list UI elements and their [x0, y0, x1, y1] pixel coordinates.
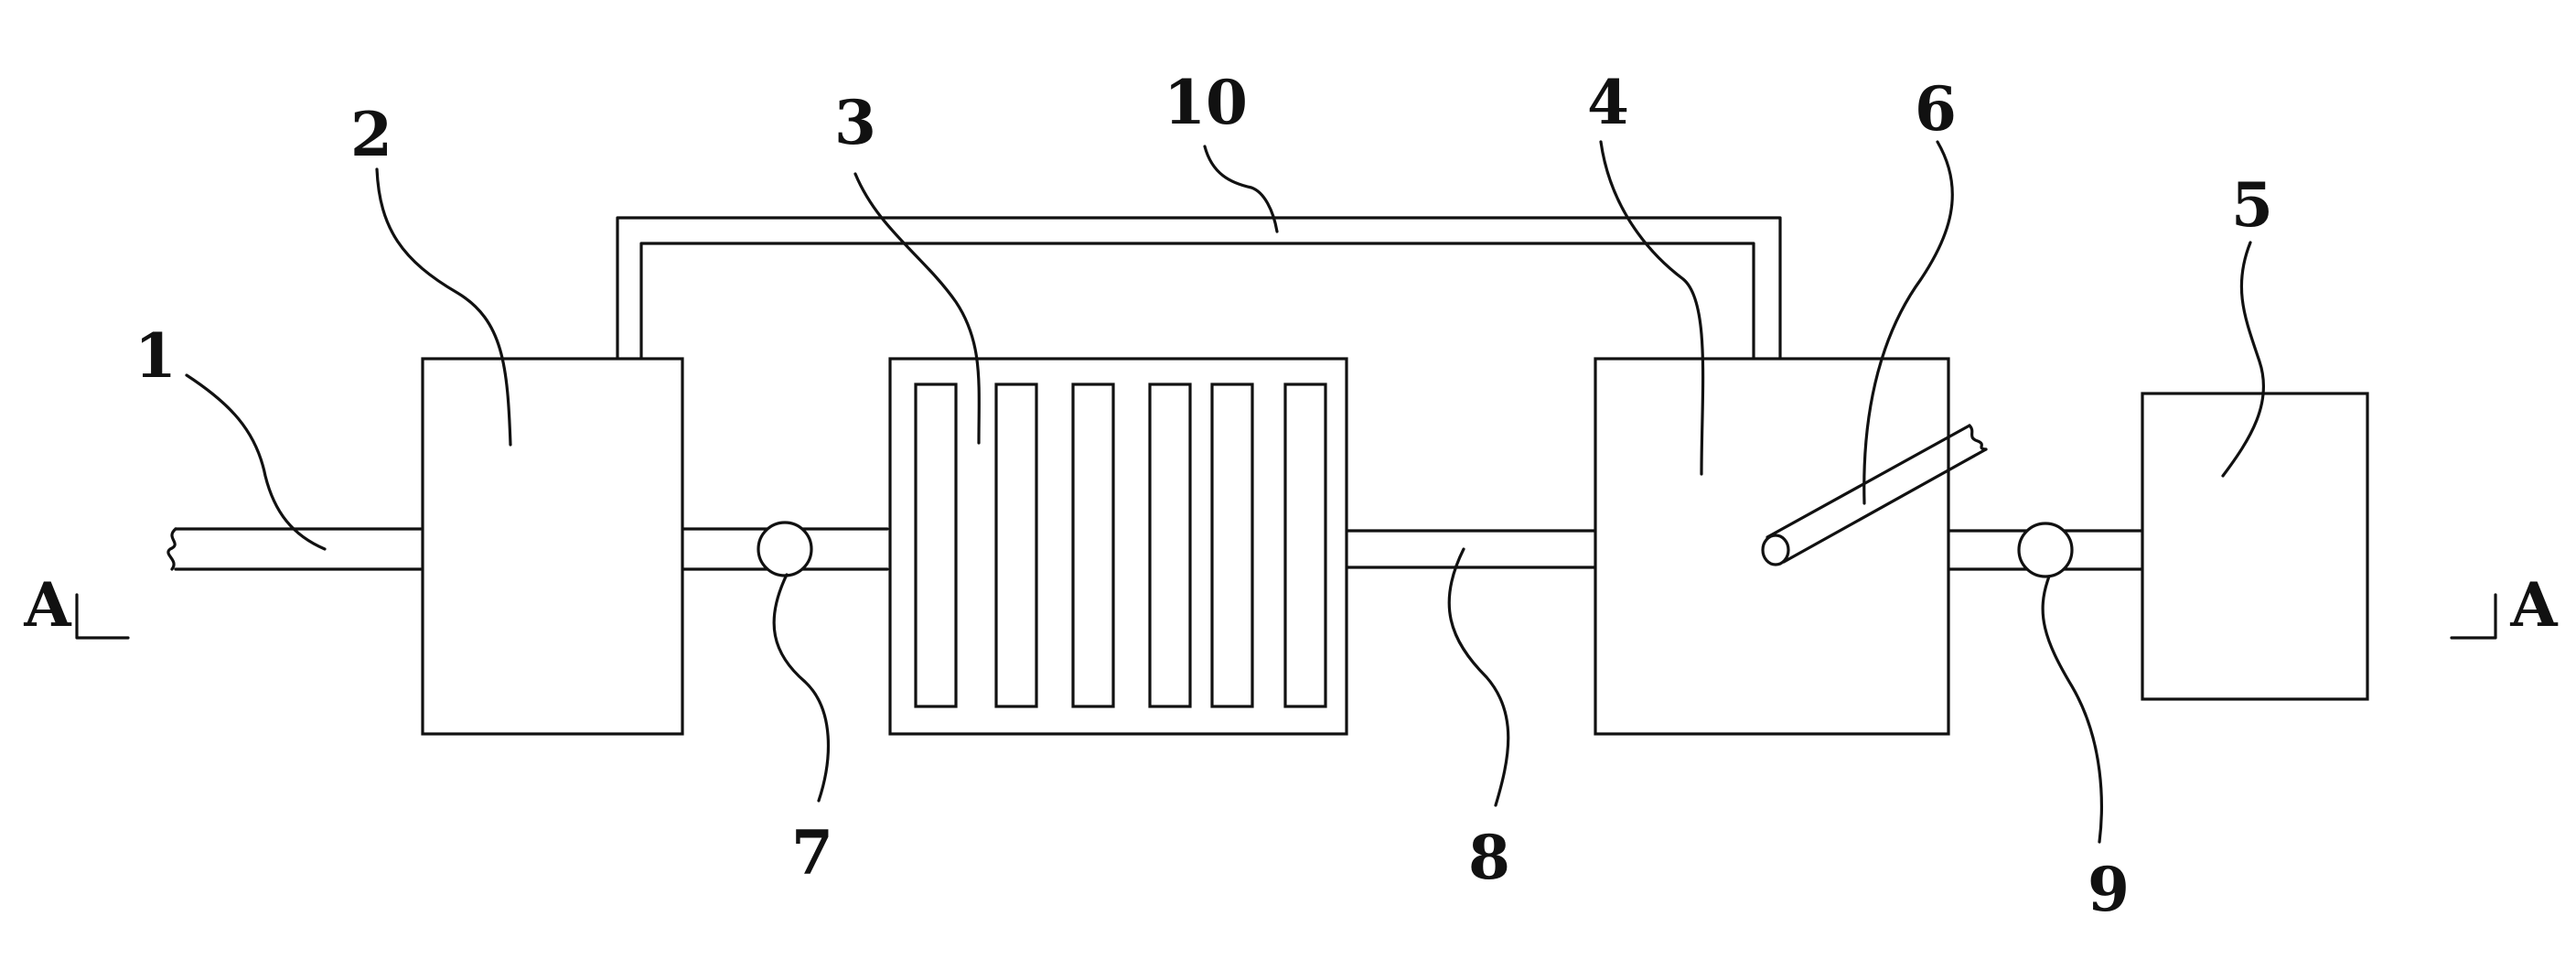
unit-3-plate — [994, 383, 1038, 708]
leader-8 — [1447, 547, 1510, 807]
inlet-pipe-1 — [166, 527, 423, 571]
unit-3-plate — [1210, 383, 1254, 708]
unit-5-box — [2141, 392, 2369, 701]
rod-6-end — [1761, 534, 1790, 566]
label-4: 4 — [1587, 67, 1629, 138]
section-label-left: A — [23, 569, 71, 641]
section-label-right: A — [2509, 569, 2558, 641]
label-5: 5 — [2231, 169, 2273, 241]
leader-4 — [1599, 140, 1705, 476]
pump-7 — [757, 521, 813, 577]
label-3: 3 — [834, 87, 876, 158]
leader-7 — [772, 573, 830, 803]
label-9: 9 — [2088, 854, 2130, 925]
leader-1 — [185, 373, 327, 551]
section-mark-right — [2450, 593, 2497, 640]
label-6: 6 — [1915, 73, 1957, 145]
rod-6 — [1761, 424, 1988, 566]
pipe-8 — [1345, 529, 1597, 569]
label-8: 8 — [1468, 822, 1510, 893]
leader-3 — [853, 172, 981, 445]
section-mark-left — [75, 593, 130, 640]
leader-10 — [1203, 145, 1279, 233]
unit-3-box — [888, 357, 1348, 736]
unit-2-box — [421, 357, 684, 736]
label-7: 7 — [791, 817, 833, 889]
label-1: 1 — [134, 320, 177, 392]
leader-5 — [2221, 241, 2266, 478]
unit-3-plate — [1283, 383, 1327, 708]
unit-3-plate — [1148, 383, 1192, 708]
bypass-pipe-10 — [616, 216, 1782, 361]
leader-6 — [1862, 140, 1954, 505]
unit-3-plate — [914, 383, 958, 708]
leader-9 — [2041, 575, 2103, 844]
unit-3-plate — [1071, 383, 1115, 708]
label-10: 10 — [1164, 67, 1248, 138]
pump-9 — [2017, 522, 2074, 578]
leader-2 — [375, 167, 512, 447]
label-2: 2 — [350, 99, 392, 170]
